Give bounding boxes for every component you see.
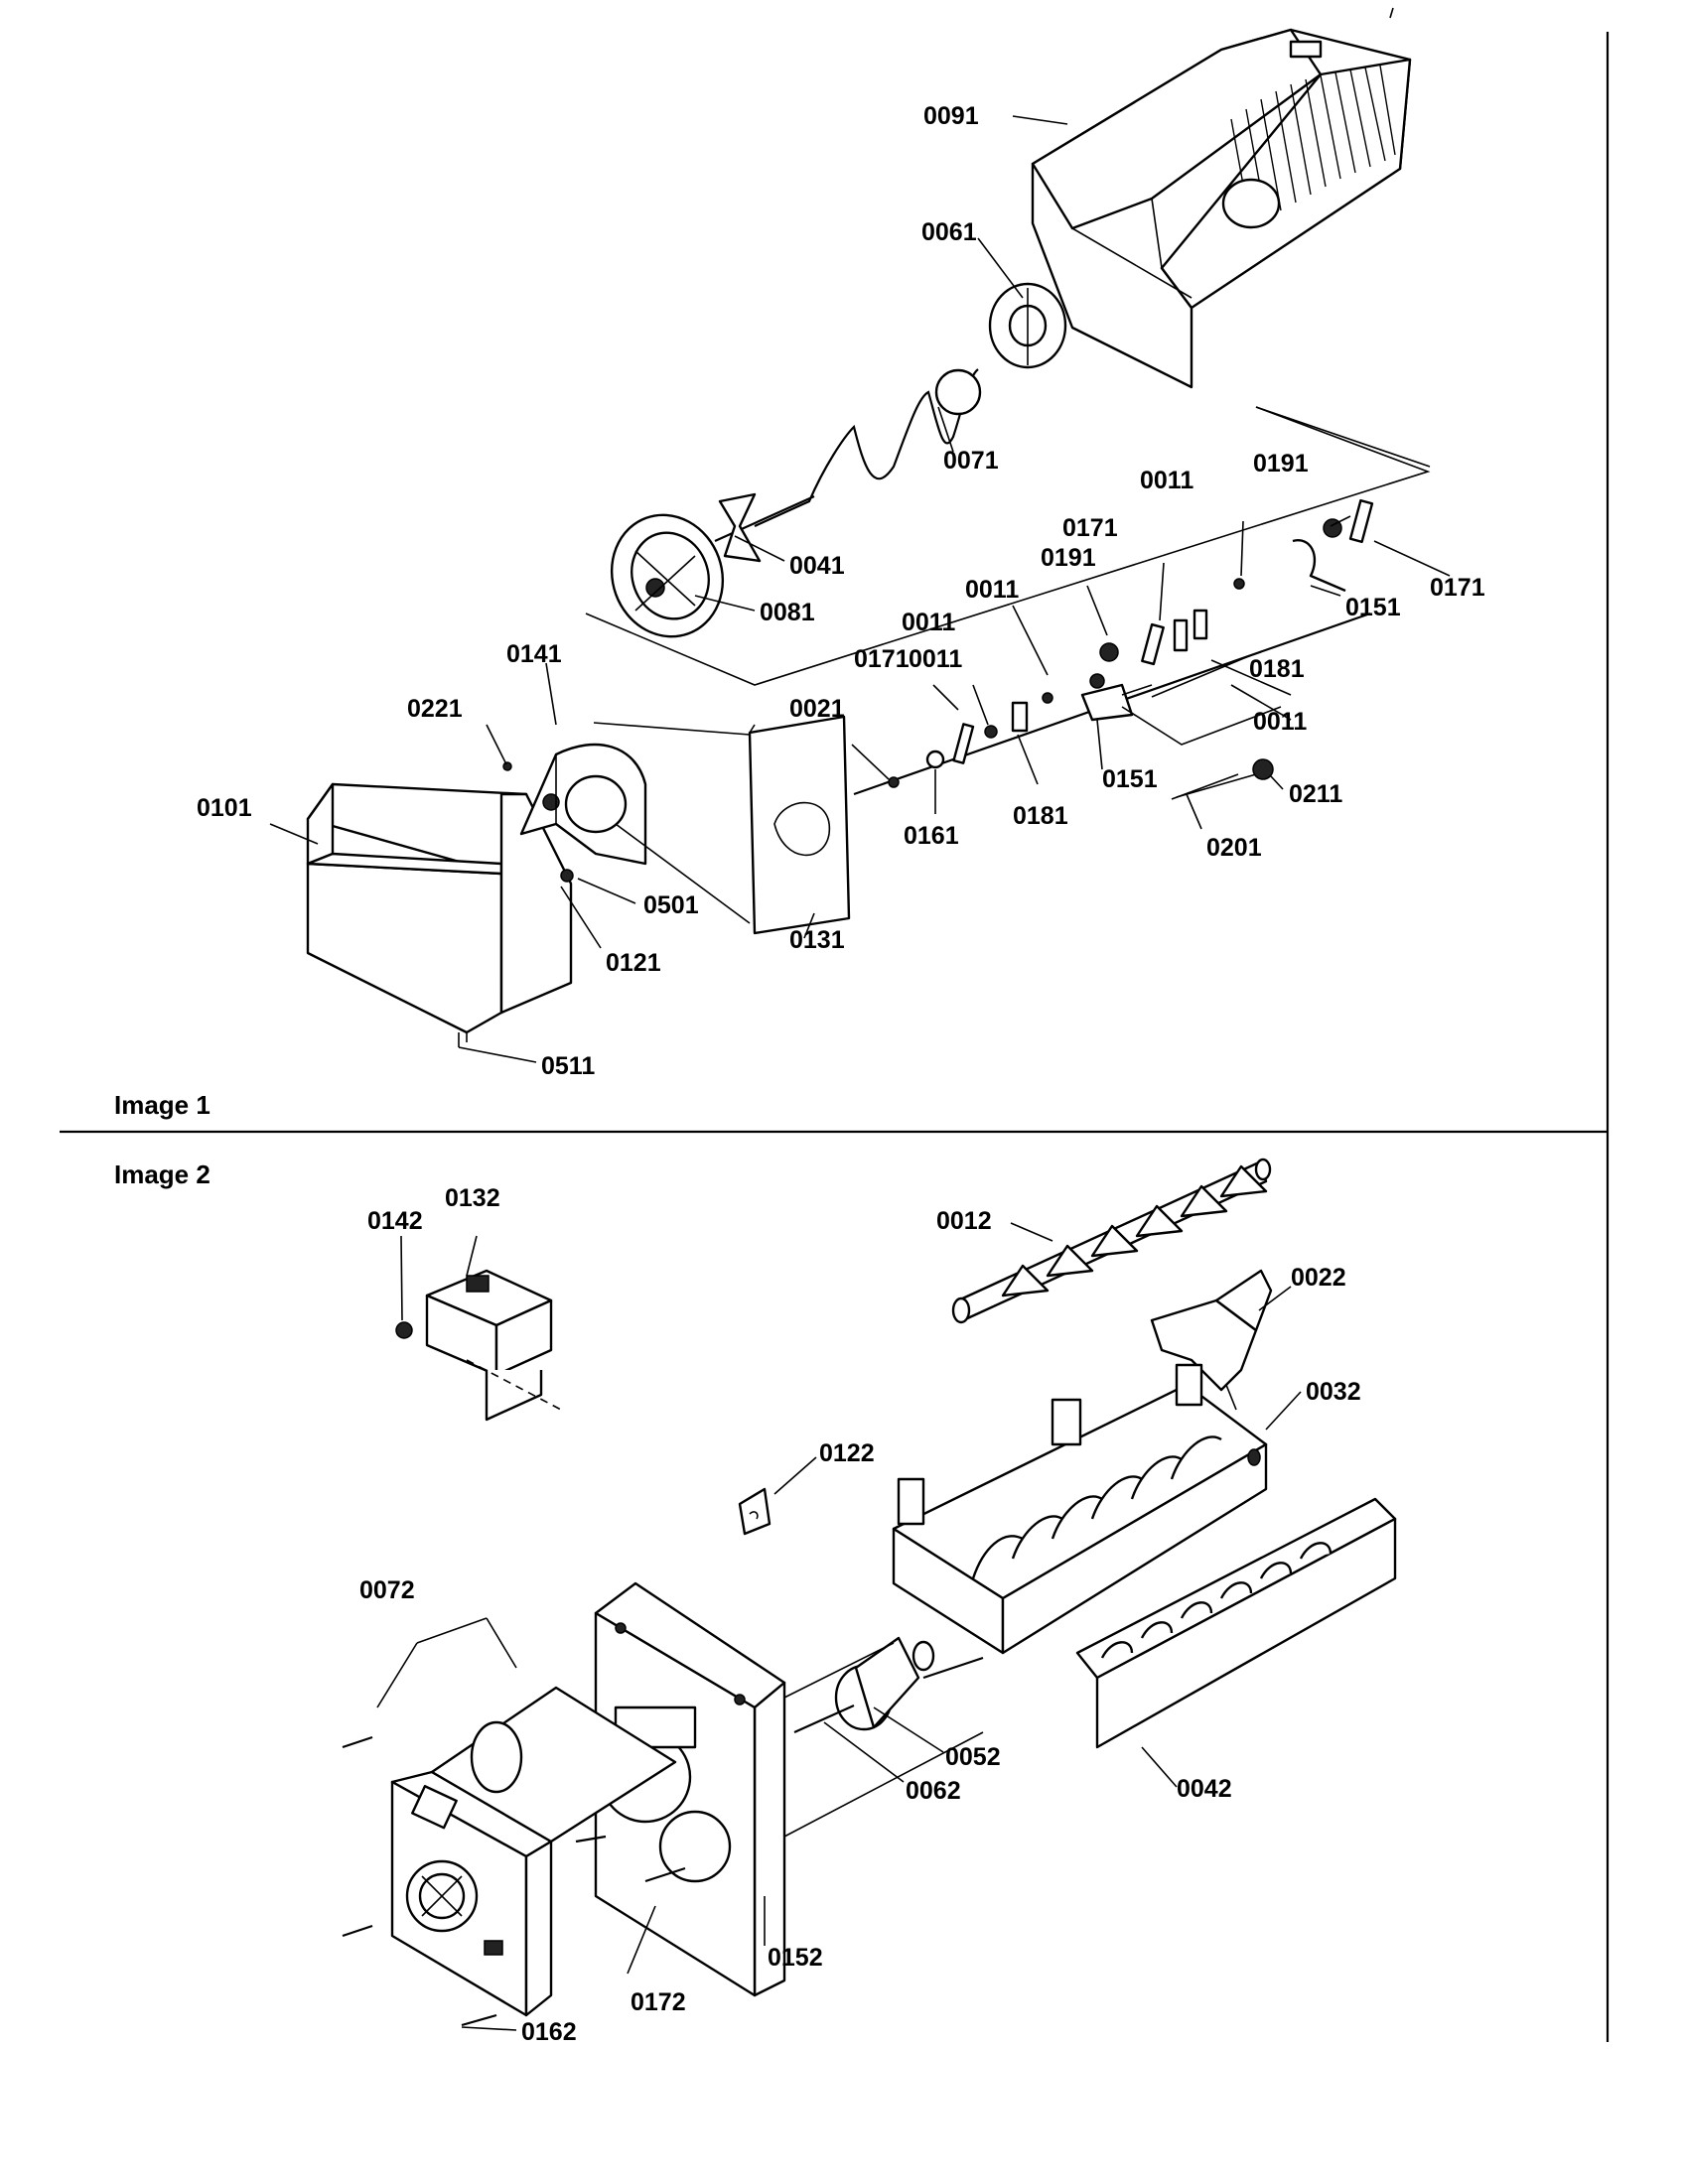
callout-0141: 0141 — [506, 640, 562, 668]
callout-0041: 0041 — [789, 552, 845, 580]
callout-0131: 0131 — [789, 926, 845, 954]
callout-0171-c: 0171 — [854, 645, 910, 673]
callout-0121: 0121 — [606, 949, 661, 977]
front-cover-part — [1075, 1497, 1397, 1749]
image-1-caption: Image 1 — [114, 1090, 210, 1120]
top-corner-tick — [1389, 7, 1394, 19]
callout-0062: 0062 — [906, 1777, 961, 1805]
callout-0162: 0162 — [521, 2018, 577, 2046]
callout-0151-b: 0151 — [1102, 765, 1158, 793]
callout-0152: 0152 — [768, 1944, 823, 1972]
drive-motor-part — [793, 1636, 984, 1734]
image-1-drawing: 0091 0061 0071 0041 0081 0191 0011 0171 … — [114, 28, 1485, 1120]
callout-0071: 0071 — [943, 447, 999, 475]
auger-spring-part — [714, 368, 982, 543]
thermostat-part — [738, 1487, 772, 1536]
callout-0211: 0211 — [1289, 780, 1342, 808]
callout-0511: 0511 — [541, 1052, 595, 1080]
callout-0011-c: 0011 — [965, 576, 1019, 604]
callout-0161: 0161 — [904, 822, 959, 850]
callout-0132: 0132 — [445, 1184, 500, 1212]
callout-0042: 0042 — [1177, 1775, 1232, 1803]
auger-cam-part — [988, 282, 1067, 369]
callout-0181-b: 0181 — [1013, 802, 1068, 830]
callout-0171-a: 0171 — [1430, 574, 1485, 602]
callout-0221: 0221 — [407, 695, 463, 723]
callout-0122: 0122 — [819, 1439, 875, 1467]
callout-0151-a: 0151 — [1345, 594, 1401, 621]
image-2-caption: Image 2 — [114, 1160, 210, 1189]
callout-0022: 0022 — [1291, 1264, 1346, 1292]
callout-0142: 0142 — [367, 1207, 423, 1235]
callout-0011-d: 0011 — [902, 609, 955, 636]
motor-cover-part — [519, 743, 647, 866]
auger-group-outline — [585, 406, 1431, 686]
stripper-part — [1150, 1269, 1273, 1411]
image-1-leader-lines — [269, 115, 1451, 1063]
callout-0172: 0172 — [631, 1988, 686, 2016]
callout-0101: 0101 — [197, 794, 252, 822]
callout-0181-a: 0181 — [1249, 655, 1305, 683]
callout-0171-b: 0171 — [1062, 514, 1118, 542]
callout-0011-a: 0011 — [1140, 467, 1193, 494]
auger-blade-part — [718, 492, 762, 563]
callout-0061: 0061 — [921, 218, 977, 246]
auger-motor-part — [306, 782, 573, 1042]
callout-0032: 0032 — [1306, 1378, 1361, 1406]
callout-0052: 0052 — [945, 1743, 1001, 1771]
callout-0191-b: 0191 — [1041, 544, 1096, 572]
callout-0012: 0012 — [936, 1207, 992, 1235]
image-2-callouts: 0142 0132 0012 0022 0032 0122 0072 0052 … — [359, 1184, 1361, 2046]
ice-bucket-part — [1031, 28, 1412, 389]
callout-0072: 0072 — [359, 1576, 415, 1604]
relay-box-part — [395, 1269, 562, 1422]
mounting-bracket-part — [748, 715, 851, 935]
ejector-part — [951, 1158, 1272, 1324]
callout-0011-b: 0011 — [1253, 708, 1307, 736]
auger-wheel-part — [610, 513, 725, 638]
callout-0191-a: 0191 — [1253, 450, 1309, 478]
screws — [342, 1735, 686, 2027]
callout-0091: 0091 — [923, 102, 979, 130]
callout-0081: 0081 — [760, 599, 815, 626]
motor-module-part — [390, 1686, 677, 2017]
callout-0501: 0501 — [643, 891, 699, 919]
image-1-callouts: 0091 0061 0071 0041 0081 0191 0011 0171 … — [197, 102, 1485, 1080]
image-2-leader-lines — [461, 1896, 766, 2031]
callout-0201: 0201 — [1206, 834, 1262, 862]
image-2-drawing: Image 2 — [114, 1158, 1397, 2046]
ice-mold-part — [892, 1363, 1268, 1655]
callout-0021: 0021 — [789, 695, 845, 723]
callout-0011-e: 0011 — [909, 645, 962, 673]
